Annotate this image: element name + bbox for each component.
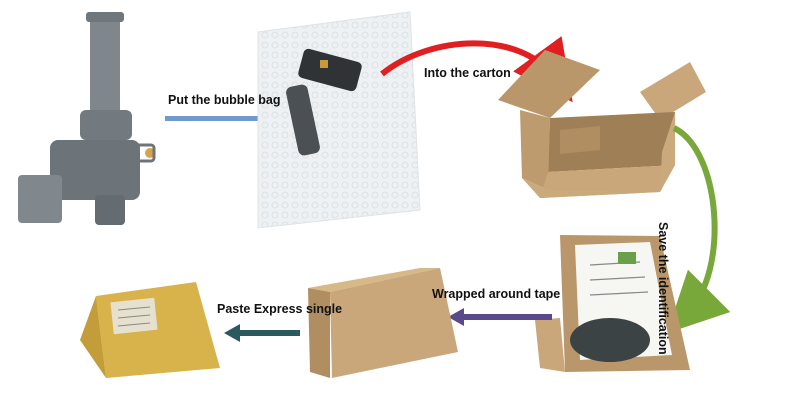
ignition-coil-icon xyxy=(18,12,156,225)
arrow-save-identification xyxy=(666,125,731,334)
open-carton-icon xyxy=(498,50,706,198)
step-label-paste-express: Paste Express single xyxy=(217,302,343,316)
step-label-bubble-bag: Put the bubble bag xyxy=(168,93,281,107)
bubble-bag-icon xyxy=(257,11,421,229)
closed-carton-icon xyxy=(308,268,458,378)
step-label-save-identification: Save the identification xyxy=(656,222,670,355)
arrow-paste-express xyxy=(224,324,300,342)
step-label-into-carton: Into the carton xyxy=(424,66,511,80)
taped-parcel-icon xyxy=(80,282,220,378)
arrow-wrapped-tape xyxy=(448,308,552,326)
carton-with-label-icon xyxy=(535,235,690,372)
step-label-wrapped-tape: Wrapped around tape xyxy=(432,287,561,301)
